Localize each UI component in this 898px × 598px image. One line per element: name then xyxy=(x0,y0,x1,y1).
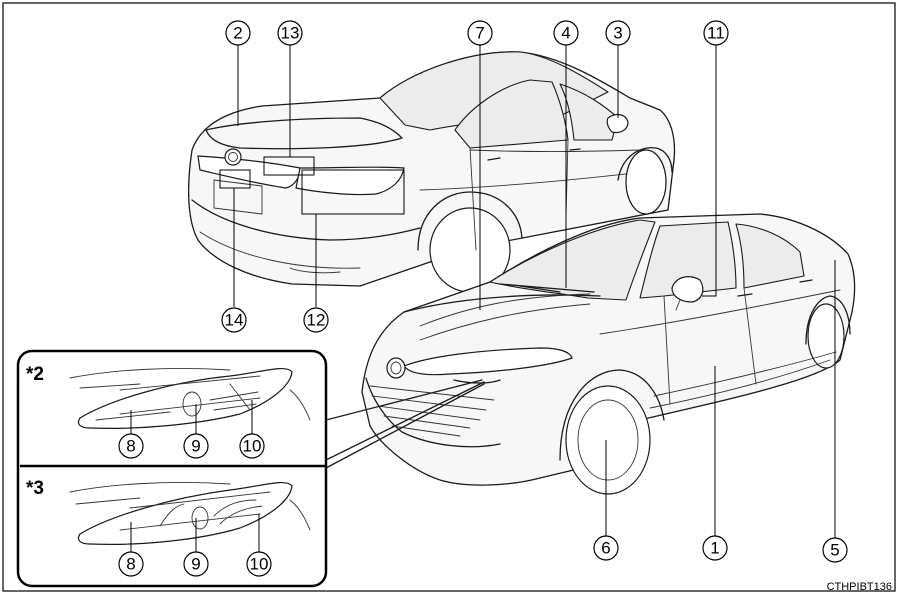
svg-text:7: 7 xyxy=(475,24,484,43)
svg-text:14: 14 xyxy=(225,311,244,330)
callout-1: 1 xyxy=(702,535,728,561)
svg-text:10: 10 xyxy=(250,555,269,574)
callout-12: 12 xyxy=(303,307,329,333)
callout-5: 5 xyxy=(822,537,848,563)
inset-label-type-2: *2 xyxy=(26,364,44,385)
headlight-type-2 xyxy=(69,367,311,429)
figure-code: CTHPIBT136 xyxy=(827,581,892,593)
svg-text:12: 12 xyxy=(307,311,326,330)
callout-11: 11 xyxy=(703,20,729,46)
rear-view-car xyxy=(187,51,676,293)
front-view-car xyxy=(361,213,856,495)
leader-lines xyxy=(130,45,836,552)
callout-6: 6 xyxy=(593,535,619,561)
callout-9-type3: 9 xyxy=(183,551,209,577)
inset-label-type-3: *3 xyxy=(26,478,44,499)
svg-text:4: 4 xyxy=(561,24,570,43)
callout-10-type2: 10 xyxy=(239,433,265,459)
svg-text:2: 2 xyxy=(233,24,242,43)
callout-4: 4 xyxy=(553,20,579,46)
callout-14: 14 xyxy=(221,307,247,333)
svg-text:6: 6 xyxy=(601,539,610,558)
callout-13: 13 xyxy=(277,20,303,46)
svg-text:10: 10 xyxy=(243,437,262,456)
headlight-inset-panel xyxy=(16,349,485,588)
svg-text:8: 8 xyxy=(126,555,135,574)
headlight-type-3 xyxy=(69,481,311,545)
svg-text:3: 3 xyxy=(613,24,622,43)
svg-text:1: 1 xyxy=(710,539,719,558)
svg-text:8: 8 xyxy=(126,437,135,456)
svg-text:5: 5 xyxy=(830,541,839,560)
svg-text:9: 9 xyxy=(191,437,200,456)
callout-2: 2 xyxy=(225,20,251,46)
callout-3: 3 xyxy=(605,20,631,46)
svg-text:13: 13 xyxy=(281,24,300,43)
svg-text:11: 11 xyxy=(707,24,725,43)
callout-9-type2: 9 xyxy=(183,433,209,459)
callout-7: 7 xyxy=(467,20,493,46)
callout-8-type3: 8 xyxy=(118,551,144,577)
svg-text:9: 9 xyxy=(191,555,200,574)
callout-8-type2: 8 xyxy=(118,433,144,459)
callout-10-type3: 10 xyxy=(246,551,272,577)
